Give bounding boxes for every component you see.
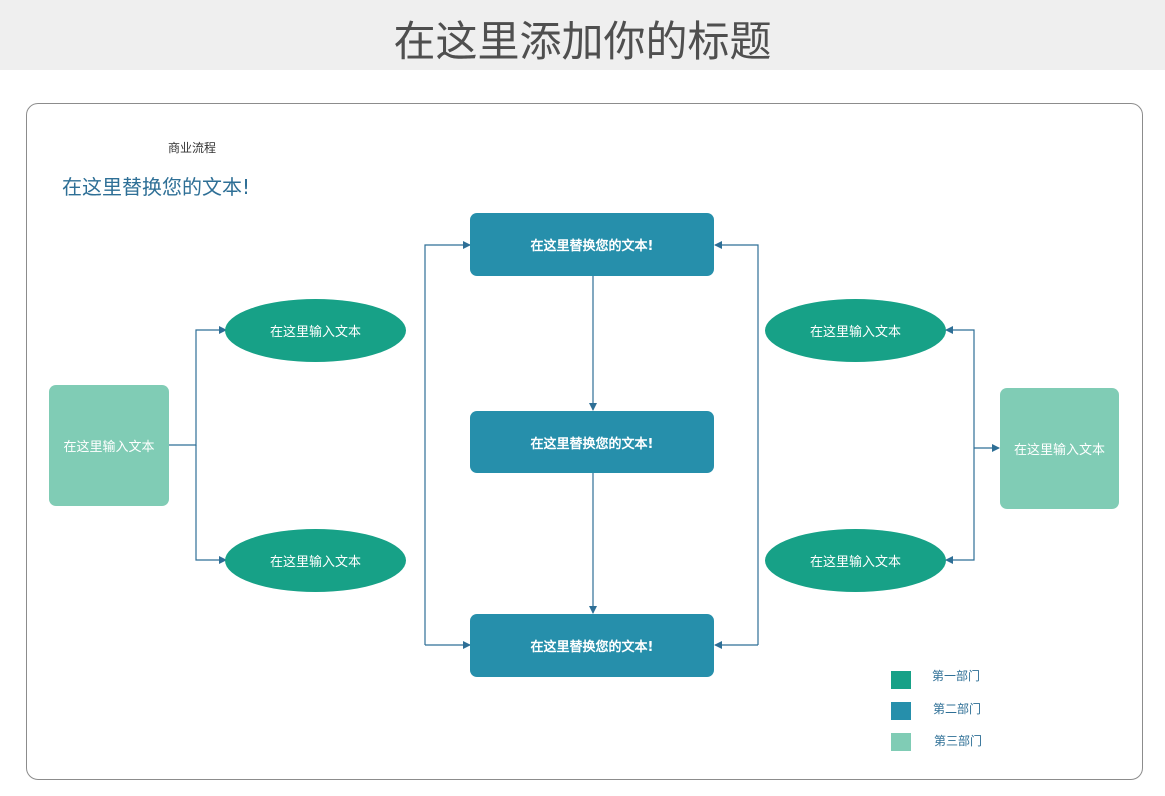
process-label: 商业流程 <box>167 141 216 155</box>
diagram-subtitle: 在这里替换您的文本! <box>62 175 251 199</box>
ellipse-left-bottom-label: 在这里输入文本 <box>269 555 361 570</box>
process-box-bottom-label: 在这里替换您的文本! <box>530 640 654 655</box>
connector-right-bus-to-ellipse-bottom <box>945 448 975 564</box>
ellipse-left-bottom[interactable]: 在这里输入文本 <box>225 529 406 592</box>
connector-left-box-to-ellipse-bottom <box>195 445 227 564</box>
side-box-left[interactable]: 在这里输入文本 <box>49 385 169 506</box>
diagram-frame <box>26 103 1143 780</box>
legend-swatch-dept-1 <box>891 671 911 689</box>
legend-label-dept-1: 第一部门 <box>932 669 981 683</box>
process-box-bottom[interactable]: 在这里替换您的文本! <box>470 614 714 677</box>
legend-label-dept-2: 第二部门 <box>933 702 982 716</box>
page-title: 在这里添加你的标题 <box>393 17 772 66</box>
process-box-middle-label: 在这里替换您的文本! <box>530 436 654 452</box>
ellipse-right-bottom-label: 在这里输入文本 <box>809 555 901 570</box>
side-box-right-label: 在这里输入文本 <box>1013 443 1105 458</box>
ellipse-left-top[interactable]: 在这里输入文本 <box>225 299 406 362</box>
side-box-left-label: 在这里输入文本 <box>63 440 155 455</box>
side-box-right[interactable]: 在这里输入文本 <box>1000 388 1119 509</box>
connector-right-bus-to-ellipse-top <box>945 326 975 448</box>
process-box-middle[interactable]: 在这里替换您的文本! <box>470 411 714 473</box>
title-bar <box>0 0 1165 70</box>
ellipse-right-top[interactable]: 在这里输入文本 <box>765 299 946 362</box>
ellipse-right-top-label: 在这里输入文本 <box>809 325 901 340</box>
ellipse-left-top-label: 在这里输入文本 <box>269 325 361 340</box>
connector-left-bus-to-top-box <box>424 241 471 645</box>
process-box-top[interactable]: 在这里替换您的文本! <box>470 213 714 276</box>
connector-left-box-to-ellipse-top <box>169 326 227 446</box>
ellipse-right-bottom[interactable]: 在这里输入文本 <box>765 529 946 592</box>
connector-right-bus-to-top-box <box>714 241 759 645</box>
legend-label-dept-3: 第三部门 <box>934 734 983 748</box>
legend-swatch-dept-3 <box>891 733 911 751</box>
process-box-top-label: 在这里替换您的文本! <box>530 239 654 254</box>
legend-swatch-dept-2 <box>891 702 911 720</box>
